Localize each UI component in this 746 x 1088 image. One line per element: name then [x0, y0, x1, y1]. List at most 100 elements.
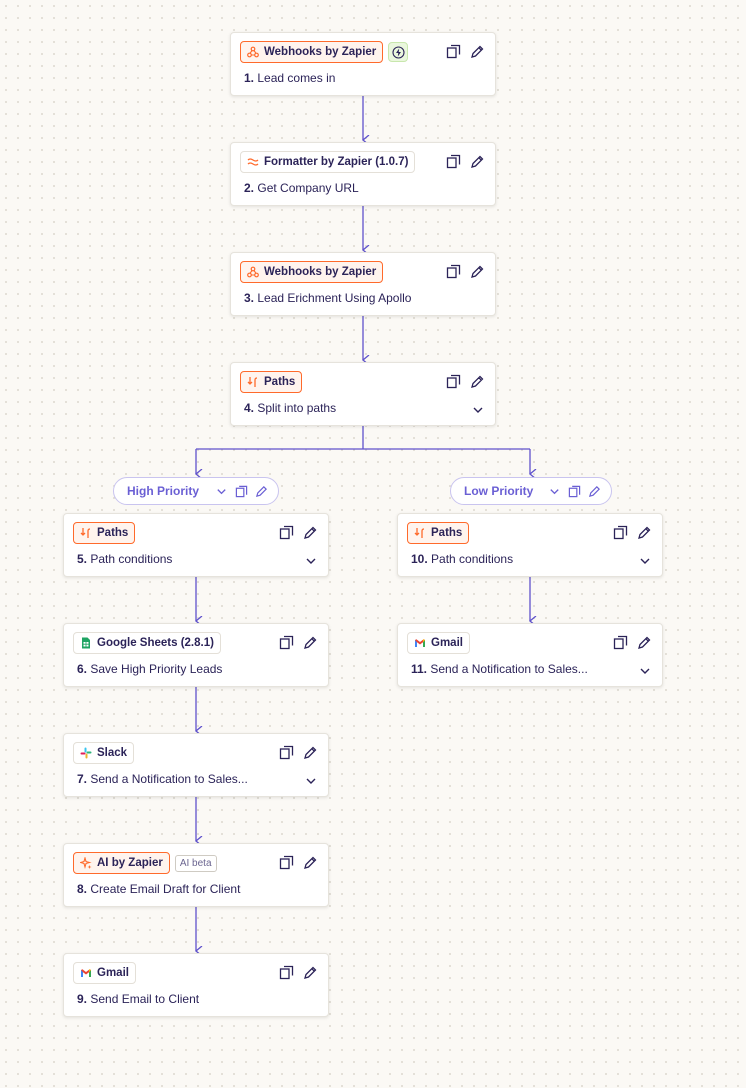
step-header: Formatter by Zapier (1.0.7) — [240, 151, 416, 173]
app-badge[interactable]: Webhooks by Zapier — [240, 41, 384, 63]
step-card-11[interactable]: Gmail 11. Send a Notification to Sales... — [397, 623, 663, 687]
instant-trigger-icon — [388, 42, 409, 62]
gmail-icon — [415, 639, 425, 647]
path-label-text: High Priority — [127, 484, 200, 498]
app-badge[interactable]: Slack — [73, 742, 135, 764]
slack-icon — [80, 747, 92, 759]
step-name: Path conditions — [431, 552, 514, 566]
step-name: Lead Erichment Using Apollo — [257, 291, 412, 305]
edit-pencil-icon[interactable] — [637, 635, 652, 650]
app-badge[interactable]: Google Sheets (2.8.1) — [73, 632, 221, 654]
app-name: AI by Zapier — [97, 857, 163, 869]
edit-pencil-icon[interactable] — [303, 745, 318, 760]
edit-pencil-icon[interactable] — [470, 264, 485, 279]
duplicate-icon[interactable] — [279, 635, 294, 650]
step-card-7[interactable]: Slack 7. Send a Notification to Sales... — [63, 733, 329, 797]
step-title: 5. Path conditions — [77, 552, 172, 566]
step-header: Paths — [73, 522, 136, 544]
step-name: Send Email to Client — [90, 992, 200, 1006]
step-header: Slack — [73, 742, 135, 764]
app-name: Google Sheets (2.8.1) — [97, 637, 214, 649]
edit-pencil-icon[interactable] — [470, 44, 485, 59]
duplicate-icon[interactable] — [279, 855, 294, 870]
step-title: 3. Lead Erichment Using Apollo — [244, 291, 411, 305]
app-name: Formatter by Zapier (1.0.7) — [264, 156, 409, 168]
step-name: Get Company URL — [257, 181, 359, 195]
app-badge[interactable]: Paths — [73, 522, 136, 544]
edit-pencil-icon[interactable] — [303, 965, 318, 980]
app-badge[interactable]: AI by Zapier — [73, 852, 170, 874]
duplicate-icon[interactable] — [235, 485, 248, 498]
duplicate-icon[interactable] — [279, 745, 294, 760]
app-name: Paths — [431, 527, 463, 539]
chevron-down-icon[interactable] — [639, 665, 651, 677]
duplicate-icon[interactable] — [613, 635, 628, 650]
step-name: Split into paths — [257, 401, 337, 415]
step-header: Gmail — [407, 632, 470, 654]
chevron-down-icon[interactable] — [472, 404, 484, 416]
app-badge[interactable]: Paths — [407, 522, 470, 544]
edit-pencil-icon[interactable] — [637, 525, 652, 540]
chevron-down-icon[interactable] — [305, 555, 317, 567]
step-title: 4. Split into paths — [244, 401, 336, 415]
app-badge[interactable]: Webhooks by Zapier — [240, 261, 384, 283]
step-card-5[interactable]: Paths 5. Path conditions — [63, 513, 329, 577]
chevron-down-icon[interactable] — [548, 485, 561, 498]
app-badge[interactable]: Gmail — [407, 632, 470, 654]
google-sheets-icon — [82, 637, 90, 649]
paths-icon — [414, 528, 425, 538]
duplicate-icon[interactable] — [279, 525, 294, 540]
app-badge[interactable]: Paths — [240, 371, 303, 393]
edit-pencil-icon[interactable] — [303, 525, 318, 540]
edit-pencil-icon[interactable] — [470, 154, 485, 169]
formatter-icon — [247, 158, 259, 166]
step-card-6[interactable]: Google Sheets (2.8.1) 6. Save High Priori… — [63, 623, 329, 687]
duplicate-icon[interactable] — [568, 485, 581, 498]
app-badge[interactable]: Formatter by Zapier (1.0.7) — [240, 151, 416, 173]
app-name: Paths — [97, 527, 129, 539]
edit-pencil-icon[interactable] — [588, 485, 601, 498]
paths-icon — [247, 377, 258, 387]
duplicate-icon[interactable] — [613, 525, 628, 540]
duplicate-icon[interactable] — [446, 374, 461, 389]
step-title: 9. Send Email to Client — [77, 992, 199, 1006]
step-number: 1. — [244, 71, 255, 85]
step-card-4[interactable]: Paths 4. Split into paths — [230, 362, 496, 426]
paths-icon — [80, 528, 91, 538]
step-title: 1. Lead comes in — [244, 71, 335, 85]
step-name: Send a Notification to Sales... — [90, 772, 248, 786]
step-card-2[interactable]: Formatter by Zapier (1.0.7) 2. Get Compan… — [230, 142, 496, 206]
edit-pencil-icon[interactable] — [470, 374, 485, 389]
step-card-1[interactable]: Webhooks by Zapier 1. Lead comes in — [230, 32, 496, 96]
app-name: Slack — [97, 747, 128, 759]
step-title: 11. Send a Notification to Sales... — [411, 662, 588, 676]
duplicate-icon[interactable] — [279, 965, 294, 980]
step-name: Create Email Draft for Client — [90, 882, 241, 896]
step-number: 4. — [244, 401, 255, 415]
step-card-3[interactable]: Webhooks by Zapier 3. Lead Erichment Usin… — [230, 252, 496, 316]
edit-pencil-icon[interactable] — [255, 485, 268, 498]
app-badge[interactable]: Gmail — [73, 962, 136, 984]
duplicate-icon[interactable] — [446, 264, 461, 279]
chevron-down-icon[interactable] — [639, 555, 651, 567]
app-name: Gmail — [431, 637, 463, 649]
chevron-down-icon[interactable] — [215, 485, 228, 498]
chevron-down-icon[interactable] — [305, 775, 317, 787]
path-label-low-priority[interactable]: Low Priority — [450, 477, 612, 505]
step-number: 7. — [77, 772, 88, 786]
step-header: Paths — [240, 371, 303, 393]
step-card-9[interactable]: Gmail 9. Send Email to Client — [63, 953, 329, 1017]
edit-pencil-icon[interactable] — [303, 635, 318, 650]
duplicate-icon[interactable] — [446, 44, 461, 59]
step-title: 2. Get Company URL — [244, 181, 359, 195]
duplicate-icon[interactable] — [446, 154, 461, 169]
path-label-high-priority[interactable]: High Priority — [113, 477, 279, 505]
step-title: 6. Save High Priority Leads — [77, 662, 222, 676]
edit-pencil-icon[interactable] — [303, 855, 318, 870]
step-header: Gmail — [73, 962, 136, 984]
step-name: Path conditions — [90, 552, 173, 566]
step-number: 8. — [77, 882, 88, 896]
